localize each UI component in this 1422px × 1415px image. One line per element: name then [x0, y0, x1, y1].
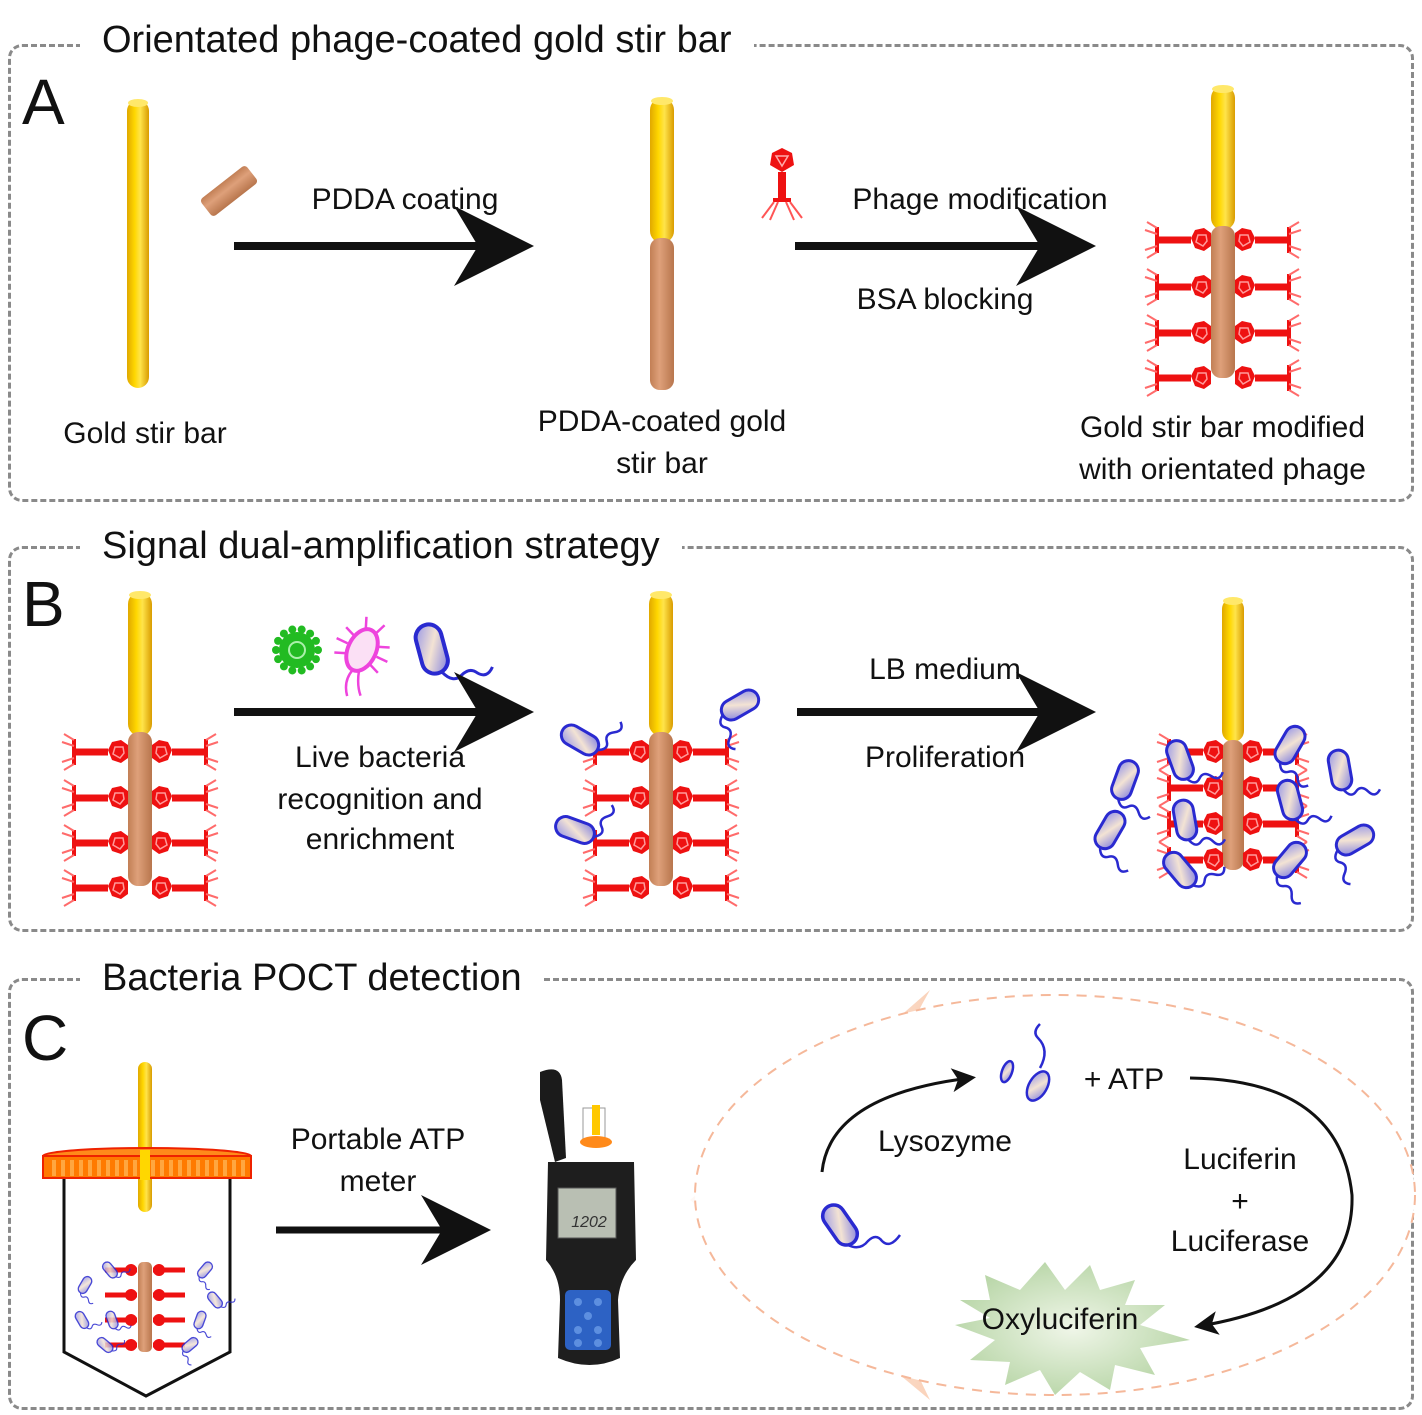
arrow-label-phage-modification: Phage modification [852, 183, 1108, 216]
zoom-circle [694, 994, 1416, 1396]
glow-burst-icon [955, 1262, 1190, 1395]
caption-pdda-bar-line1: PDDA-coated gold [537, 405, 787, 438]
cap-ridge [178, 1160, 182, 1176]
cap-ridge [214, 1160, 218, 1176]
cap-ridge [70, 1160, 74, 1176]
cap-ridge [88, 1160, 92, 1176]
cycle-label-atp: + ATP [1083, 1063, 1165, 1096]
cap-ridge [187, 1160, 191, 1176]
atp-meter-icon [540, 1069, 636, 1365]
cap-ridge [79, 1160, 83, 1176]
tube-phage-head [153, 1314, 165, 1326]
panel-b [8, 546, 1414, 932]
intact-bacterium-icon [820, 1203, 860, 1247]
virus-spike [274, 655, 283, 664]
phage-modified-bar-icon [1211, 85, 1235, 378]
cap-ridge [151, 1160, 155, 1176]
tube-phage-head [125, 1339, 137, 1351]
cycle-label-luciferin: Luciferin [1183, 1143, 1297, 1176]
arrow-label-proliferation: Proliferation [864, 741, 1026, 774]
virus-spike [314, 646, 322, 654]
virus-spike [274, 636, 283, 645]
panel-b-title: Signal dual-amplification strategy [80, 524, 682, 568]
tube-phage-head [125, 1289, 137, 1301]
cycle-label-oxyluciferin: Oxyluciferin [981, 1303, 1139, 1336]
virus-spike [288, 666, 297, 675]
cap-ridge [52, 1160, 56, 1176]
cap-ridge [61, 1160, 65, 1176]
cap-ridge [169, 1160, 173, 1176]
virus-spike [306, 629, 315, 638]
virus-spike [311, 655, 320, 664]
phage-bar-b1-icon [128, 591, 152, 886]
phage-icon [761, 148, 803, 221]
arrow-label-live-bacteria-line1: Live bacteria [294, 741, 466, 774]
caption-gold-stir-bar: Gold stir bar [63, 417, 227, 450]
virus-spike [297, 625, 306, 634]
panel-a-title: Orientated phage-coated gold stir bar [80, 18, 754, 62]
virus-spike [279, 662, 288, 671]
pdda-coated-bar-icon [650, 97, 674, 390]
cap-ridge [115, 1160, 119, 1176]
arrow-label-portable-atp-meter-line1: Portable ATP [290, 1123, 466, 1156]
tube-phage-head [153, 1339, 165, 1351]
pink-bacterium-icon [334, 616, 390, 697]
virus-icon [272, 625, 322, 675]
arrow-label-live-bacteria-line2: recognition and [277, 783, 483, 816]
virus-spike [297, 666, 306, 675]
arrow-label-lb-medium: LB medium [869, 653, 1021, 686]
gold-stir-bar-icon [127, 99, 149, 388]
cap-ridge [241, 1160, 245, 1176]
cap-ridge [124, 1160, 128, 1176]
cycle-label-lysozyme: Lysozyme [878, 1125, 1012, 1158]
panel-a-label: A [22, 66, 65, 138]
tube-phage-head [125, 1264, 137, 1276]
arrow-label-pdda-coating: PDDA coating [311, 183, 499, 216]
cycle-label-plus: + [1231, 1185, 1249, 1218]
caption-pdda-bar-line2: stir bar [616, 447, 708, 480]
arrow-label-live-bacteria-line3: enrichment [305, 823, 455, 856]
phage-bar-b3-icon [1222, 597, 1244, 870]
tube-phage-bacteria [72, 1252, 237, 1367]
arrow-label-bsa-blocking: BSA blocking [856, 283, 1034, 316]
phage-bar-b2-icon [649, 591, 673, 886]
virus-spike [272, 646, 280, 654]
lysed-bacterium-icon [999, 1023, 1051, 1102]
pdda-block-icon [200, 166, 258, 216]
panel-c-label: C [22, 1002, 69, 1074]
virus-spike [279, 629, 288, 638]
tube-phage-head [153, 1289, 165, 1301]
virus-spike [288, 625, 297, 634]
blue-bacterium-icon [413, 622, 494, 681]
meter-display-value: 1202 [571, 1214, 607, 1231]
sample-tube-icon [62, 1062, 232, 1398]
panel-c-title: Bacteria POCT detection [80, 956, 544, 1000]
cap-ridge [97, 1160, 101, 1176]
arrow-label-portable-atp-meter-line2: meter [339, 1165, 417, 1198]
cap-ridge [133, 1160, 137, 1176]
arrow-lysis [820, 1068, 976, 1173]
panel-b-label: B [22, 568, 65, 640]
tube-phage-head [125, 1314, 137, 1326]
virus-spike [306, 662, 315, 671]
arrow-luciferase [1189, 1076, 1354, 1335]
cap-ridge [232, 1160, 236, 1176]
virus-spike [311, 636, 320, 645]
cap-ridge [106, 1160, 110, 1176]
caption-phage-bar-line2: with orientated phage [1079, 453, 1366, 486]
cap-ridge [223, 1160, 227, 1176]
cap-ridge [196, 1160, 200, 1176]
cap-ridge [160, 1160, 164, 1176]
tube-phage-head [153, 1264, 165, 1276]
cap-ridge [205, 1160, 209, 1176]
cycle-label-luciferase: Luciferase [1170, 1225, 1310, 1258]
caption-phage-bar-line1: Gold stir bar modified [1079, 411, 1366, 444]
